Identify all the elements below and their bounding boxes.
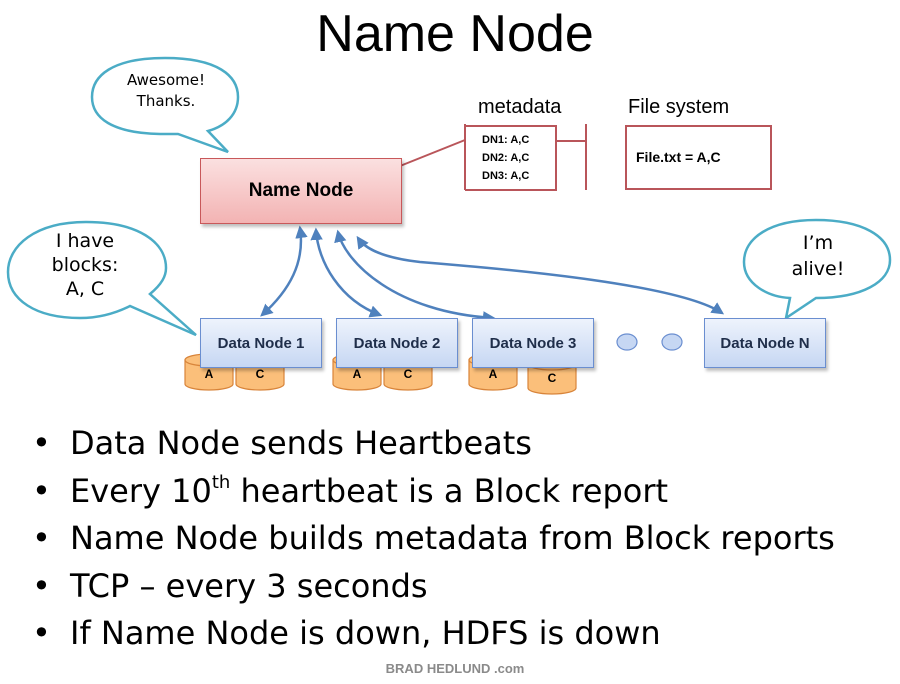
bullet-item: • TCP – every 3 seconds <box>30 563 835 611</box>
credit-text: BRAD HEDLUND .com <box>385 661 525 676</box>
bullet-text-post: heartbeat is a Block report <box>230 471 669 510</box>
data-node-label: Data Node 3 <box>489 334 577 352</box>
bubble-data-node-n-text: I’m alive! <box>791 232 845 280</box>
block-label: A <box>488 367 498 381</box>
name-node-label: Name Node <box>248 180 354 201</box>
block-label: C <box>403 367 413 381</box>
page-title: Name Node <box>316 5 594 63</box>
metadata-label: metadata <box>478 96 562 118</box>
block-label: C <box>255 367 265 381</box>
block-label: C <box>547 371 557 385</box>
bullet-dot: • <box>32 424 51 462</box>
bubble-data-node-n: I’m alive! <box>756 230 880 282</box>
bullet-dot: • <box>32 566 51 605</box>
data-node-label: Data Node 1 <box>217 334 305 352</box>
data-node-label: Data Node 2 <box>353 334 441 352</box>
bubble-name-node: Awesome! Thanks. <box>108 70 224 112</box>
data-node-2: Data Node 2 <box>336 318 458 368</box>
bullet-text-pre: Every 10 <box>70 471 212 510</box>
ellipsis-dot <box>616 333 638 351</box>
arrow-data-node-1 <box>260 225 308 317</box>
data-node-label: Data Node N <box>720 334 810 352</box>
bubble-shape-data-node-n <box>742 218 892 321</box>
file-system-label: File system <box>628 96 730 118</box>
block-label: A <box>352 367 362 381</box>
bullet-dot: • <box>32 471 51 510</box>
bullet-dot: • <box>32 519 51 557</box>
metadata-panel-lines <box>399 124 772 191</box>
heartbeat-arrows <box>260 225 725 324</box>
data-node-n: Data Node N <box>704 318 826 368</box>
bubble-data-node-1: I have blocks: A, C <box>20 229 150 301</box>
bullet-item: • Data Node sends Heartbeats <box>30 420 835 468</box>
bubble-name-node-text: Awesome! Thanks. <box>127 71 205 110</box>
bullet-item: • Name Node builds metadata from Block r… <box>30 515 835 563</box>
bullet-list: • Data Node sends Heartbeats • Every 10t… <box>30 420 835 658</box>
arrow-data-node-2 <box>310 227 383 318</box>
ellipsis-dot <box>661 333 683 351</box>
bullet-text: Name Node builds metadata from Block rep… <box>70 519 835 557</box>
bullet-item: • If Name Node is down, HDFS is down <box>30 610 835 658</box>
bullet-text: TCP – every 3 seconds <box>70 566 428 605</box>
bullet-superscript: th <box>211 471 231 493</box>
bullet-item: • Every 10th heartbeat is a Block report <box>30 468 835 516</box>
file-system-entry: File.txt = A,C <box>636 149 721 165</box>
bubble-data-node-1-text: I have blocks: A, C <box>51 230 119 300</box>
metadata-entries: DN1: A,C DN2: A,C DN3: A,C <box>482 134 530 182</box>
bubble-shape-data-node-1 <box>6 220 197 337</box>
bullet-dot: • <box>32 614 51 652</box>
bubble-shape-name-node <box>90 56 240 154</box>
data-node-3: Data Node 3 <box>472 318 594 368</box>
data-node-1: Data Node 1 <box>200 318 322 368</box>
block-label: A <box>204 367 214 381</box>
name-node-box: Name Node <box>200 158 402 224</box>
arrow-data-node-n <box>356 235 725 315</box>
bullet-text: If Name Node is down, HDFS is down <box>70 614 661 652</box>
bullet-text: Data Node sends Heartbeats <box>70 424 532 462</box>
